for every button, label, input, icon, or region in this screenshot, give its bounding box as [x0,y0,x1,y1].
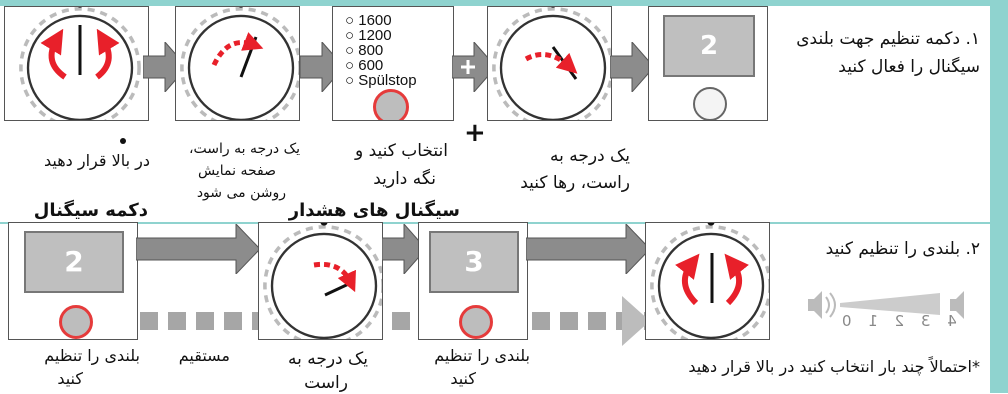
step2-label-1: یک درجه به راست، [189,141,300,157]
display-panel-2: 2 [8,222,138,340]
adjust-label-a-1: بلندی را تنظیم [44,346,140,365]
options-list: ○ 1600 ○ 1200 ○ 800 ○ 600 ○ Spülstop [345,12,453,89]
arrow-right-5 [382,224,427,274]
step3-label-2: نگه دارید [373,169,436,189]
option-spulstop[interactable]: ○ Spülstop [345,72,417,89]
display-panel-3: 3 [418,222,528,340]
step4-label-1: یک درجه به [549,146,630,166]
plus-symbol: + [464,118,486,148]
top-band [0,0,1008,6]
signal-button-heading: دکمه سیگنال [33,200,148,221]
option-600[interactable]: ○ 600 [345,57,384,74]
step2-label-3: روشن می شود [196,185,286,201]
volume-scale-graphic [808,291,964,319]
adjust-label-b-2: کنید [450,369,476,388]
step2-label-2: صفحه نمایش [198,163,276,179]
direct-label: مستقیم [178,346,230,365]
adjust-label-b-1: بلندی را تنظیم [434,346,530,365]
arrow-right-plus [452,42,497,92]
option-1200[interactable]: ○ 1200 [345,27,392,44]
signal-button-red-2[interactable] [459,305,493,339]
instruction-1-line-1: ۱. دکمه تنظیم جهت بلندی [796,29,980,49]
arrow-right-4 [610,42,655,92]
dial-panel-final [645,222,770,340]
right-edge-band [990,0,1008,393]
select-button-red[interactable] [373,89,409,120]
dial-panel-1 [4,6,149,121]
dashed-direct-path [140,312,646,330]
bullet-dot [120,138,126,144]
footnote: *احتمالاً چند بار انتخاب کنید در بالا قر… [688,357,980,376]
display-screen-2: 2 [24,231,124,293]
option-800[interactable]: ○ 800 [345,42,384,59]
arrow-right-long-1 [136,224,261,274]
signal-button-red[interactable] [59,305,93,339]
warning-signals-heading: سیگنال های هشدار [288,200,460,221]
step4-label-2: راست، رها کنید [520,173,630,193]
dashed-arrowhead [622,296,650,346]
arrow-right-long-2 [526,224,651,274]
one-step-label-2: راست [304,373,348,393]
step3-label-1: انتخاب کنید و [354,141,448,161]
round-button[interactable] [693,87,727,120]
option-1600[interactable]: ○ 1600 [345,12,392,29]
display-screen-3: 3 [429,231,519,293]
instruction-2: ۲. بلندی را تنظیم کنید [825,239,980,259]
adjust-label-a-2: کنید [57,369,83,388]
dial-panel-2 [175,6,300,121]
dial-panel-4 [487,6,612,121]
one-step-label-1: یک درجه به [287,349,368,369]
dial-panel-5 [258,222,383,340]
display-panel-1: 2 [648,6,768,121]
options-panel: ○ 1600 ○ 1200 ○ 800 ○ 600 ○ Spülstop [332,6,454,121]
instruction-1-line-2: سیگنال را فعال کنید [838,57,980,77]
volume-scale-numbers: 4 3 2 1 0 [836,312,957,330]
step1-label: در بالا قرار دهید [44,151,150,170]
display-screen: 2 [663,15,755,77]
